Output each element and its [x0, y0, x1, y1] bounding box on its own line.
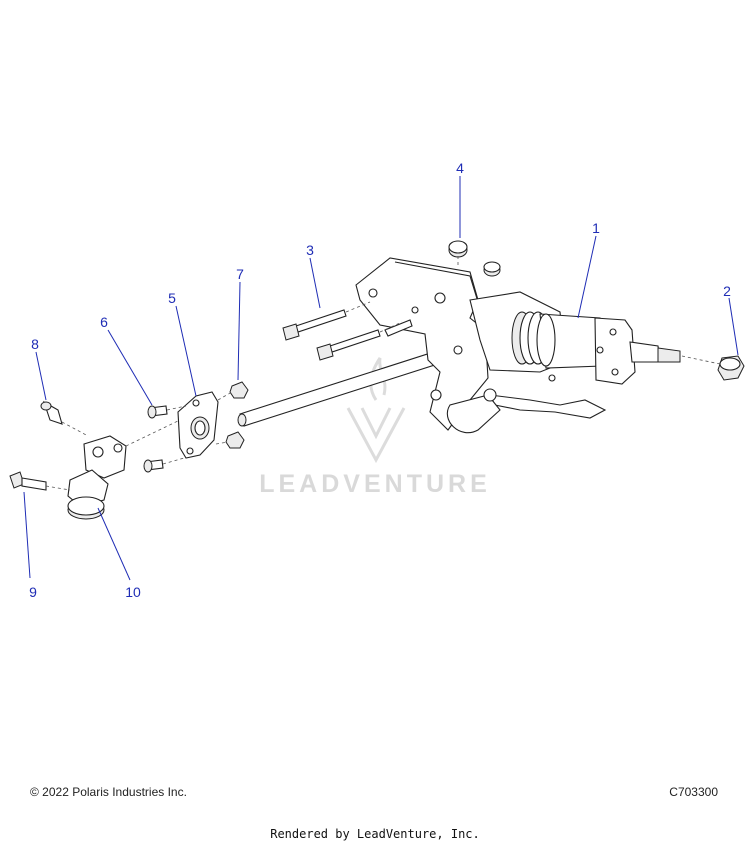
nut-part-7	[215, 381, 249, 449]
column-bracket	[355, 257, 489, 431]
rendered-by-text: Rendered by LeadVenture, Inc.	[270, 827, 480, 841]
copyright-text: © 2022 Polaris Industries Inc.	[30, 785, 187, 799]
u-joint-part-10	[67, 419, 181, 520]
bolt-part-9	[9, 471, 71, 491]
callout-10: 10	[125, 584, 141, 600]
nut-part-4-lower	[483, 261, 501, 277]
leadventure-logo-icon	[346, 357, 406, 464]
callout-1: 1	[592, 220, 600, 236]
callout-2: 2	[723, 283, 731, 299]
watermark: LEADVENTURE	[259, 357, 491, 498]
callout-8: 8	[31, 336, 39, 352]
callout-6: 6	[100, 314, 108, 330]
callout-5: 5	[168, 290, 176, 306]
nut-part-4-upper	[448, 240, 468, 268]
steering-column-assembly	[446, 291, 721, 434]
watermark-text: LEADVENTURE	[259, 470, 491, 498]
steering-shaft	[237, 349, 445, 427]
callout-3: 3	[306, 242, 314, 258]
callout-7: 7	[236, 266, 244, 282]
flange-bearing-part-5	[177, 391, 219, 459]
bolt-part-3-lower	[316, 321, 403, 361]
diagram-code: C703300	[669, 785, 718, 799]
bolt-part-3-upper	[282, 301, 371, 341]
callout-4: 4	[456, 160, 464, 176]
bolt-part-8	[40, 400, 89, 437]
leader-lines	[23, 176, 739, 581]
nut-part-2	[717, 355, 745, 381]
bolt-part-6	[143, 405, 187, 473]
callout-9: 9	[29, 584, 37, 600]
